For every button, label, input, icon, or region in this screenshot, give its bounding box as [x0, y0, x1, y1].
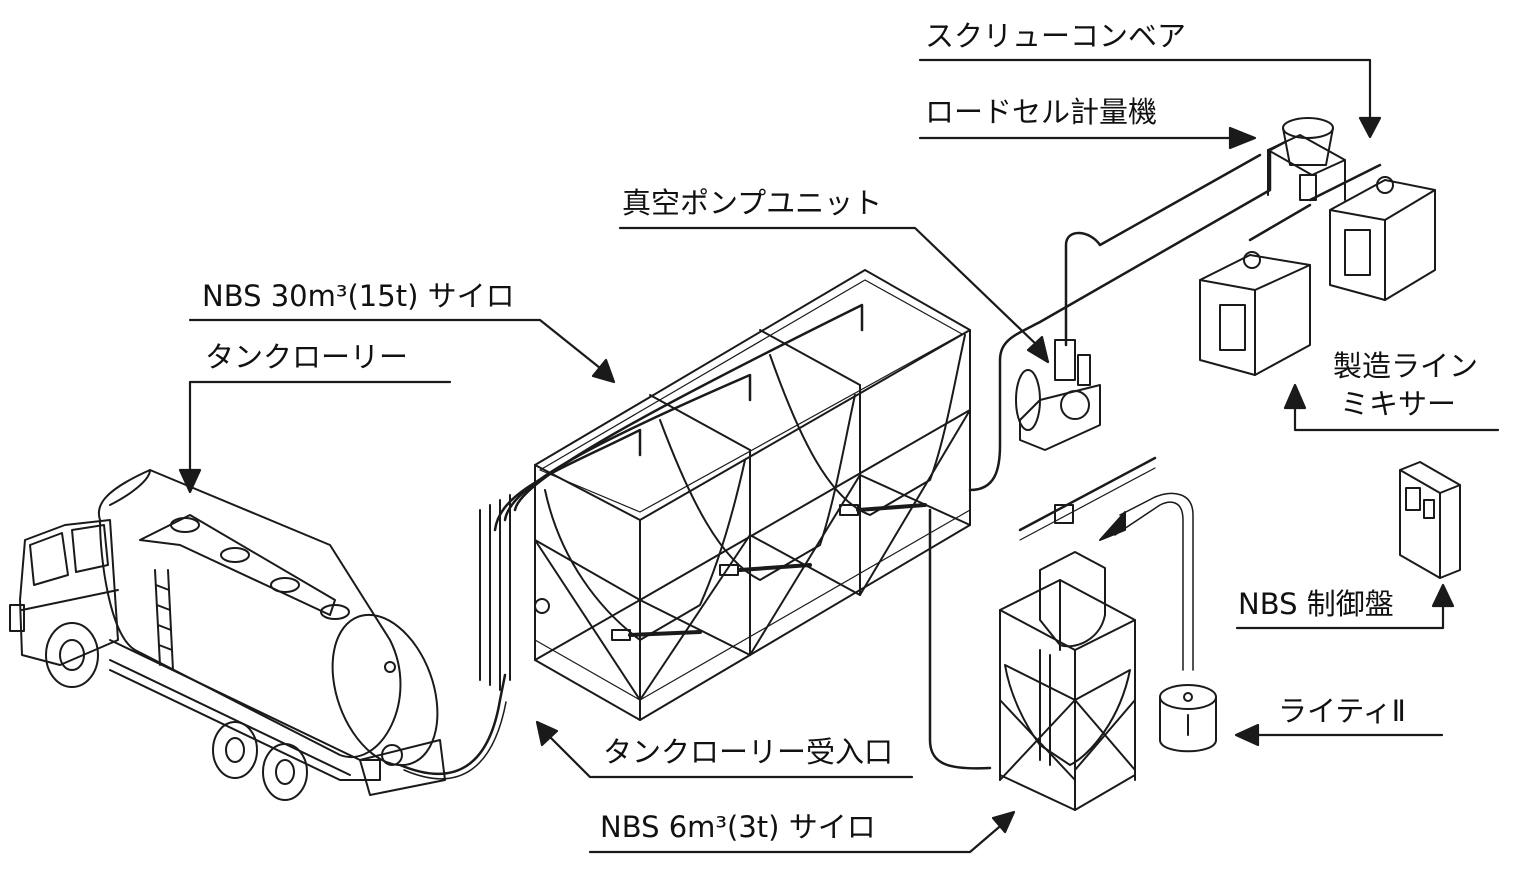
load-cell-scale-illustration [1248, 117, 1382, 242]
label-control-panel: NBS 制御盤 [1238, 587, 1394, 621]
vacuum-pump-unit-illustration [1015, 339, 1101, 451]
silo-6-illustration [999, 456, 1157, 811]
label-laity-ii: ライティⅡ [1278, 694, 1406, 728]
label-tank-lorry-inlet: タンクローリー受入口 [603, 735, 894, 769]
label-screw-conveyor: スクリューコンベア [925, 19, 1187, 53]
callouts [178, 58, 1500, 854]
tank-lorry-illustration [9, 469, 446, 801]
control-panel-illustration [1399, 461, 1461, 579]
mixer-illustration [1199, 176, 1436, 376]
label-tank-lorry: タンクローリー [205, 340, 409, 374]
receiving-hose [398, 673, 507, 776]
label-silo-6: NBS 6m³(3t) サイロ [600, 810, 876, 844]
label-silo-30: NBS 30m³(15t) サイロ [202, 279, 515, 313]
laity-ii-illustration [1159, 684, 1217, 753]
label-production-line: 製造ライン [1333, 349, 1479, 383]
label-mixer: ミキサー [1340, 387, 1457, 421]
silo-30-illustration [479, 269, 971, 721]
label-vacuum-pump-unit: 真空ポンプユニット [622, 186, 883, 220]
label-load-cell-scale: ロードセル計量機 [925, 95, 1158, 129]
